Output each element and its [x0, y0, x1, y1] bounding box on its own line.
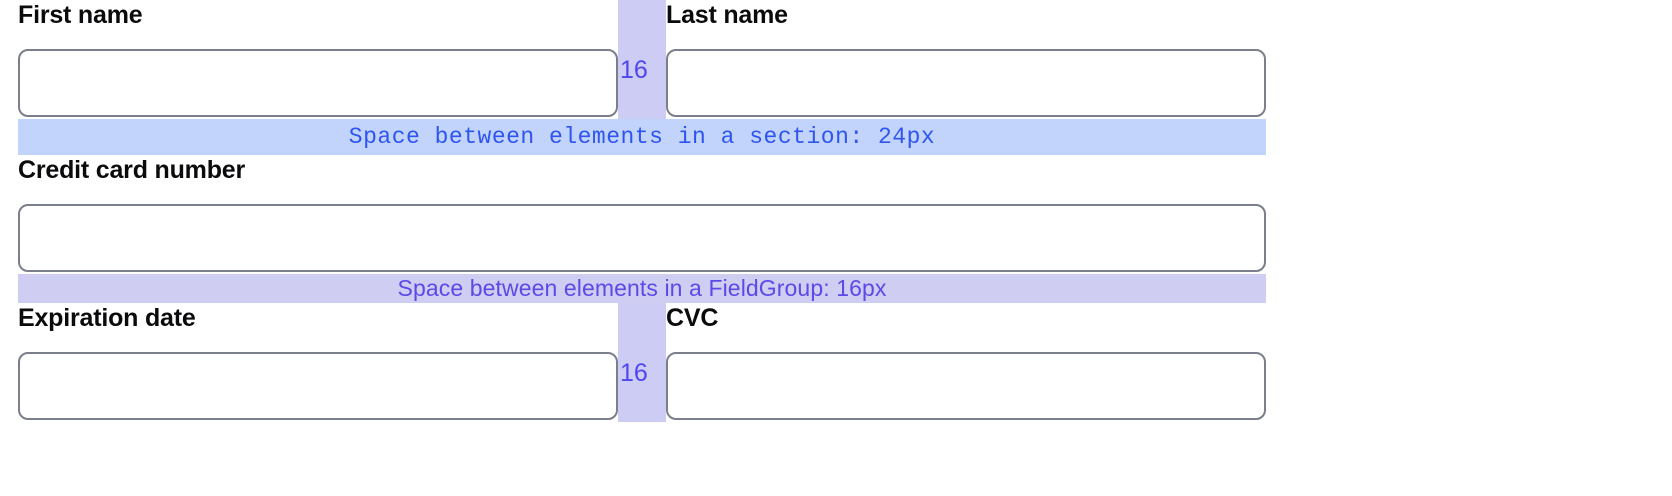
column-gap-annotation-bottom: 16 — [618, 303, 666, 422]
form-stack: First name 16 Last name Space between — [18, 0, 1266, 422]
credit-card-number-label: Credit card number — [18, 156, 246, 184]
expiration-date-input-row — [18, 350, 618, 422]
credit-card-label-row: Credit card number — [18, 155, 1266, 202]
column-gap-annotation-top: 16 — [618, 0, 666, 119]
column-gap-value-top: 16 — [620, 56, 648, 84]
cvc-label-row: CVC — [666, 303, 1266, 350]
first-name-input-row — [18, 47, 618, 119]
section-spacing-band: Space between elements in a section: 24p… — [18, 119, 1266, 155]
first-name-label-row: First name — [18, 0, 618, 47]
expiration-date-label: Expiration date — [18, 304, 196, 332]
cvc-input[interactable] — [666, 352, 1266, 420]
last-name-label-row: Last name — [666, 0, 1266, 47]
expiration-date-label-row: Expiration date — [18, 303, 618, 350]
expiration-date-input[interactable] — [18, 352, 618, 420]
fieldgroup-spacing-label: Space between elements in a FieldGroup: … — [397, 275, 887, 301]
cvc-input-row — [666, 350, 1266, 422]
credit-card-number-input[interactable] — [18, 204, 1266, 272]
field-first-name: First name — [18, 0, 618, 119]
credit-card-input-row — [18, 202, 1266, 274]
last-name-input-row — [666, 47, 1266, 119]
column-gap-value-bottom: 16 — [620, 359, 648, 387]
cvc-label: CVC — [666, 304, 719, 332]
section-spacing-label: Space between elements in a section: 24p… — [348, 124, 936, 150]
field-cvc: CVC — [666, 303, 1266, 422]
first-name-input[interactable] — [18, 49, 618, 117]
field-expiration-date: Expiration date — [18, 303, 618, 422]
last-name-label: Last name — [666, 1, 788, 29]
fieldgroup-spacing-band: Space between elements in a FieldGroup: … — [18, 274, 1266, 303]
form-row-card-details: Expiration date 16 CVC — [18, 303, 1266, 422]
field-last-name: Last name — [666, 0, 1266, 119]
form-row-name: First name 16 Last name — [18, 0, 1266, 119]
last-name-input[interactable] — [666, 49, 1266, 117]
field-credit-card-number: Credit card number — [18, 155, 1266, 274]
first-name-label: First name — [18, 1, 143, 29]
